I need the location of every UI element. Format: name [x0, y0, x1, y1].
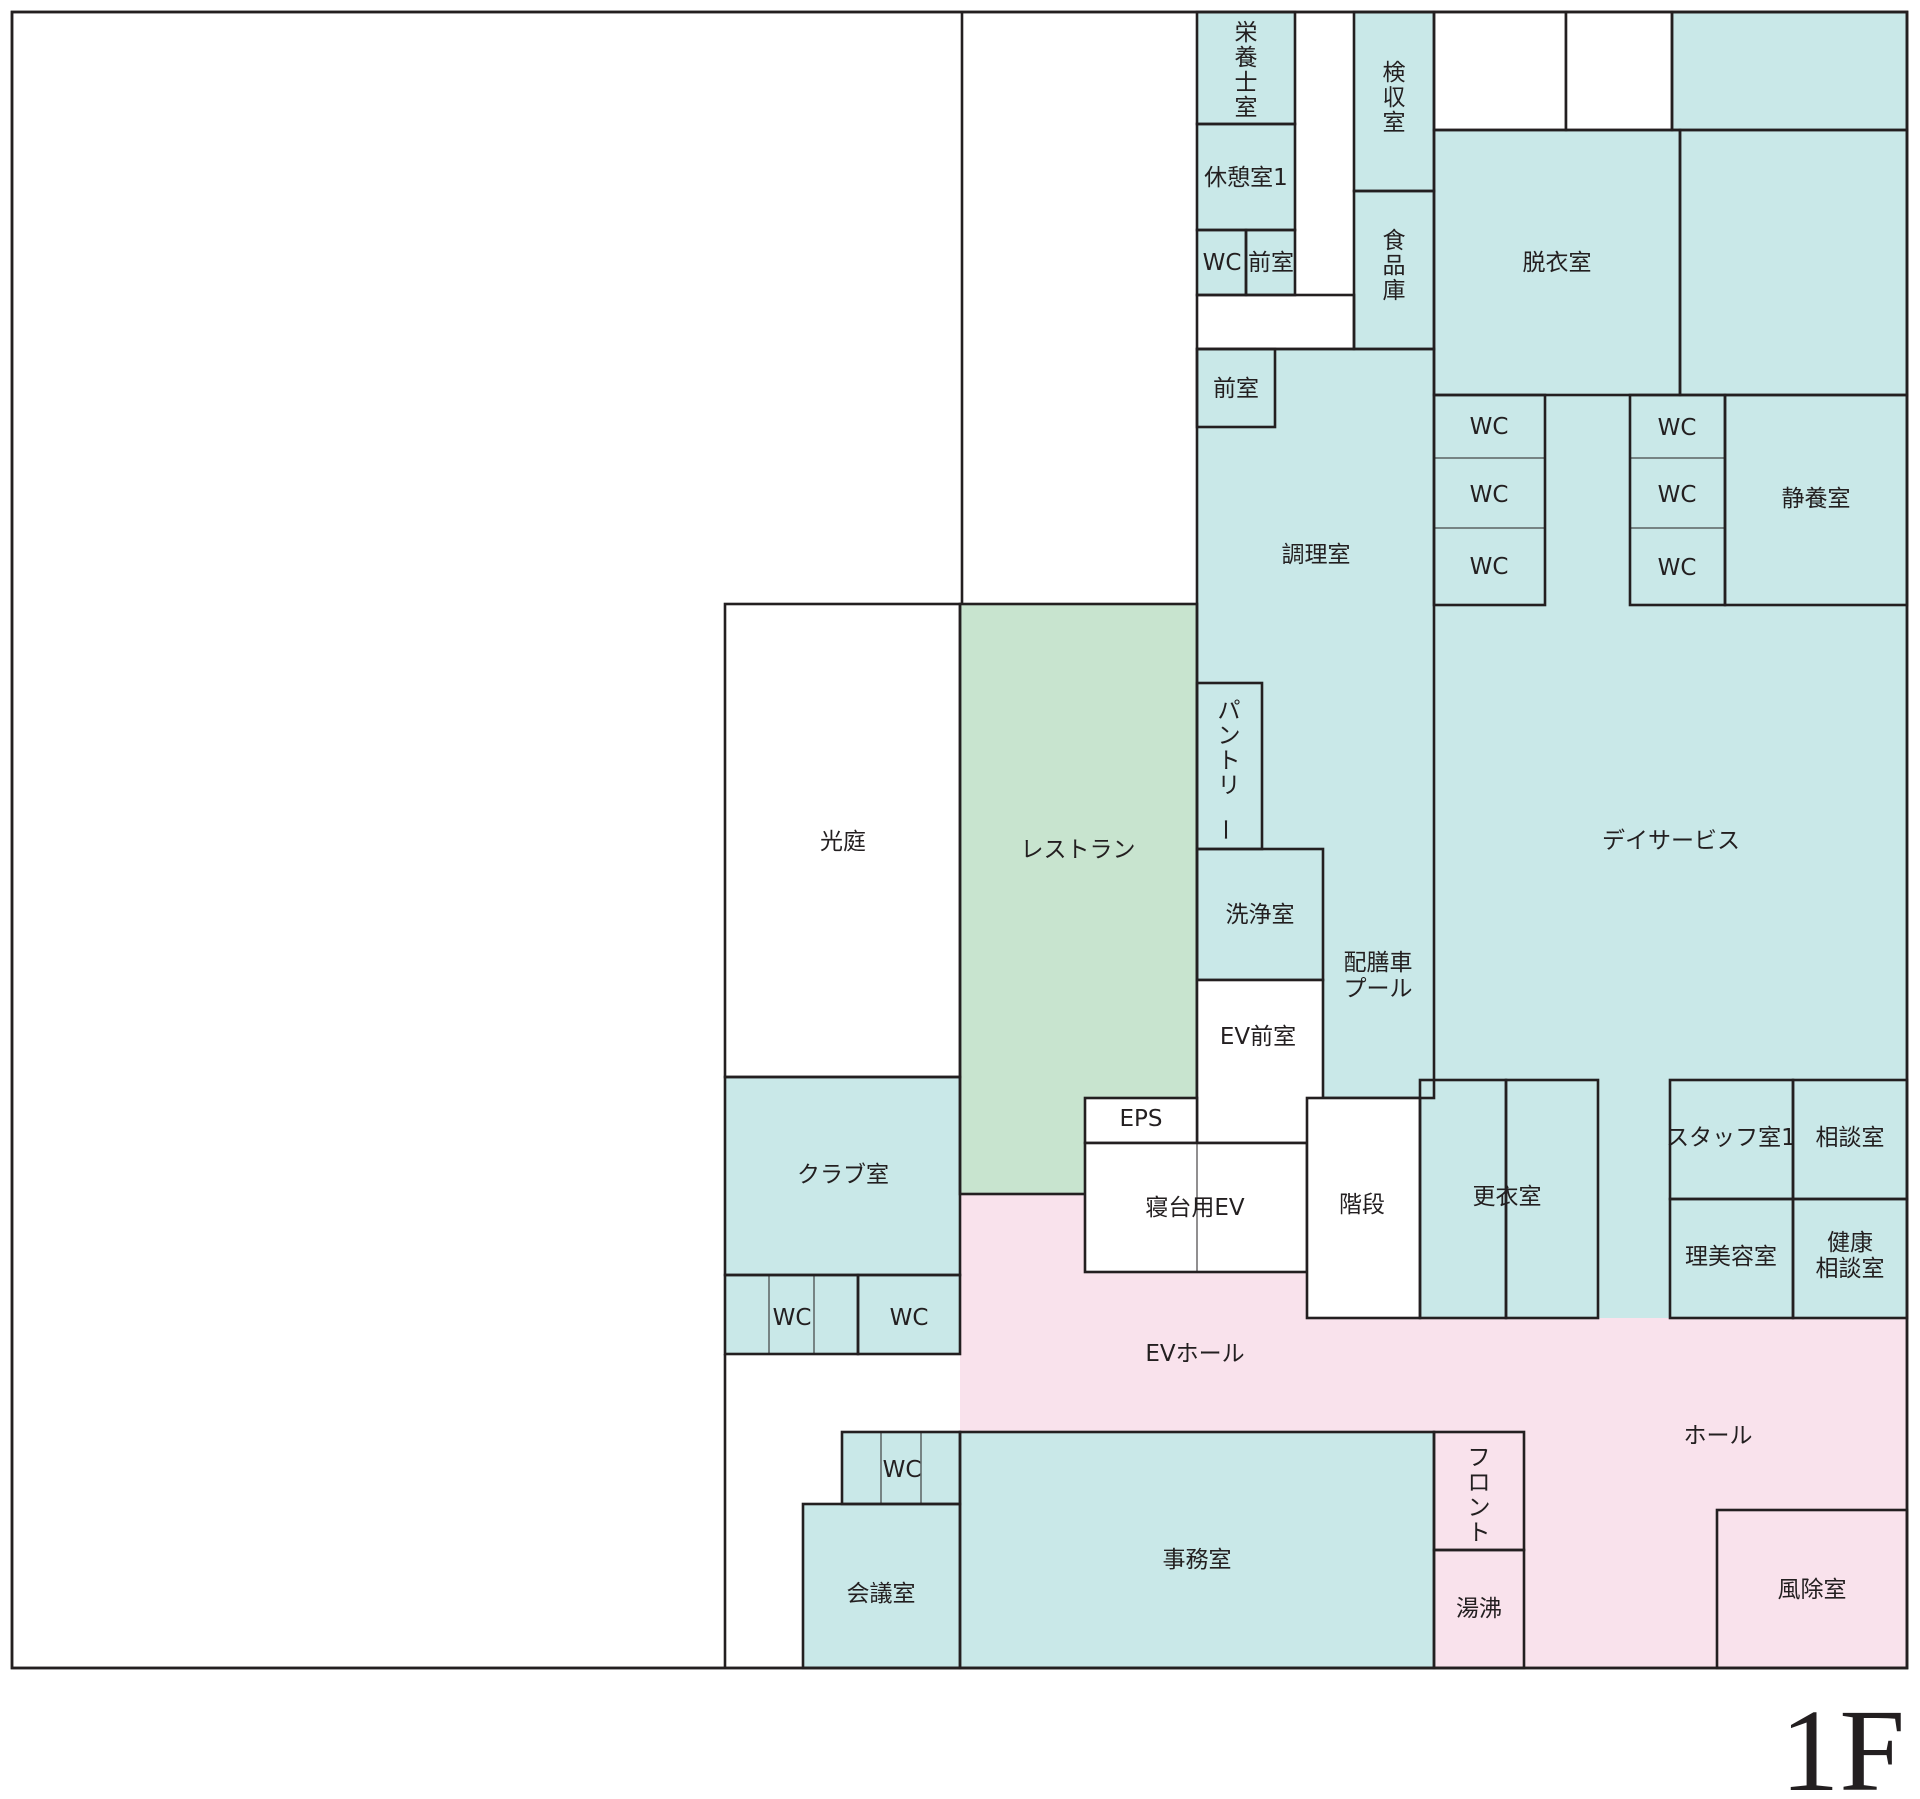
room-kaidan	[1305, 1096, 1422, 1320]
label-staff1: スタッフ室1	[1666, 1125, 1796, 1151]
label-kaidan: 階段	[1339, 1192, 1385, 1218]
room-wc-left	[1432, 393, 1547, 607]
label-wc-right-2: WC	[1658, 482, 1697, 508]
labels: 栄養士室 休憩室1 WC 前室 検収室 食品庫 脱衣室 前室 調理室 WC WC…	[773, 20, 1885, 1622]
room-ev-zenshitsu	[1195, 978, 1325, 1145]
label-club: クラブ室	[797, 1162, 889, 1188]
label-chori: 調理室	[1282, 542, 1351, 568]
site-outline-top	[10, 10, 1909, 1670]
label-fujo: 風除室	[1778, 1577, 1847, 1603]
label-datsui: 脱衣室	[1523, 250, 1592, 276]
label-hall: ホール	[1684, 1423, 1753, 1449]
office-zone	[960, 1432, 1434, 1668]
label-wc-right-3: WC	[1658, 555, 1697, 581]
room-wc-club-2	[856, 1273, 962, 1356]
label-kyukei1: 休憩室1	[1204, 165, 1288, 191]
label-wc-right-1: WC	[1658, 415, 1697, 441]
label-wc-left-3: WC	[1470, 554, 1509, 580]
storage-zone	[1354, 12, 1434, 349]
label-ev-hall: EVホール	[1145, 1341, 1244, 1367]
room-kotei	[723, 602, 962, 1079]
label-yuwakashi: 湯沸	[1456, 1596, 1502, 1622]
label-pantry: パントリー	[1212, 698, 1241, 841]
label-eps: EPS	[1119, 1106, 1162, 1132]
label-kenko-sodan: 健康相談室	[1816, 1230, 1885, 1282]
label-ev-zenshitsu: EV前室	[1220, 1024, 1296, 1050]
label-koui: 更衣室	[1473, 1184, 1542, 1210]
label-ribiyo: 理美容室	[1685, 1244, 1777, 1270]
label-senjo: 洗浄室	[1226, 902, 1295, 928]
label-kenshu: 検収室	[1383, 60, 1406, 136]
floor-label: 1F	[1780, 1685, 1905, 1799]
label-day-service: デイサービス	[1602, 828, 1740, 854]
label-kaigi: 会議室	[847, 1581, 916, 1607]
club-zone	[725, 1077, 960, 1275]
wc-club-zone	[725, 1275, 960, 1354]
room-eps	[1083, 1096, 1199, 1145]
kitchen-zone	[1197, 349, 1434, 1098]
label-jimu: 事務室	[1163, 1547, 1232, 1573]
top-box-1	[1432, 10, 1568, 132]
day-service-zone	[1420, 130, 1907, 1318]
label-zenshitsu-north: 前室	[1248, 250, 1294, 276]
top-corridor-room	[1195, 293, 1356, 351]
room-shindai-ev	[1083, 1141, 1309, 1274]
label-wc-office: WC	[883, 1457, 922, 1483]
wc-office-zone	[842, 1432, 960, 1504]
room-koui-east	[1504, 1078, 1600, 1320]
top-box-2	[1564, 10, 1674, 132]
label-shokuhinko: 食品庫	[1383, 228, 1406, 304]
label-wc-left-2: WC	[1470, 482, 1509, 508]
label-wc-north: WC	[1203, 250, 1242, 276]
label-restaurant: レストラン	[1021, 837, 1136, 863]
label-eiyoshi: 栄養士室	[1235, 20, 1258, 121]
label-sodan: 相談室	[1816, 1125, 1885, 1151]
label-wc-left-1: WC	[1470, 414, 1509, 440]
fujo-zone	[1717, 1510, 1907, 1668]
top-right-zone	[1672, 12, 1907, 130]
meeting-zone	[803, 1504, 960, 1668]
label-zenshitsu-kitchen: 前室	[1213, 376, 1259, 402]
label-shindai-ev: 寝台用EV	[1145, 1195, 1245, 1221]
room-zenshitsu-north	[1244, 228, 1297, 297]
label-kotei: 光庭	[820, 829, 866, 855]
label-seiyo: 静養室	[1782, 486, 1851, 512]
label-haizensha: 配膳車プール	[1344, 950, 1413, 1002]
label-front: フロント	[1468, 1445, 1491, 1546]
label-wc-club-2: WC	[890, 1305, 929, 1331]
restaurant-zone	[960, 604, 1197, 1194]
label-wc-club-1: WC	[773, 1305, 812, 1331]
rooms	[10, 10, 1909, 1670]
